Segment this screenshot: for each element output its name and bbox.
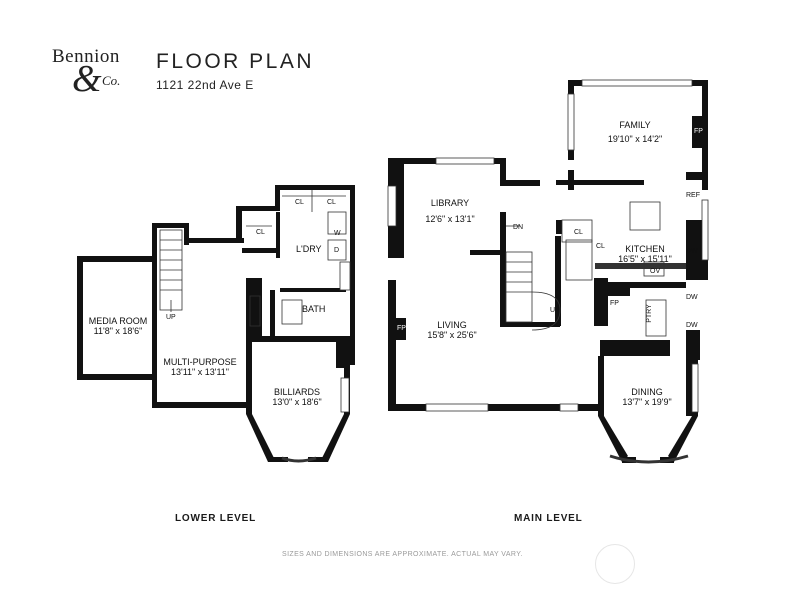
fireplace-mark: FP xyxy=(397,325,406,332)
closet-mark: CL xyxy=(295,199,304,206)
closet-mark: CL xyxy=(256,229,265,236)
brand-co: Co. xyxy=(102,73,121,88)
pantry-mark: PTRY xyxy=(645,304,653,323)
main-level-details xyxy=(387,79,709,464)
room-dining-dims: 13'7" x 19'9" xyxy=(622,397,672,407)
room-bath-name: BATH xyxy=(302,304,326,314)
room-living-name: LIVING xyxy=(437,320,467,330)
lower-level-details xyxy=(159,190,351,463)
room-kitchen-dims: 16'5" x 15'11" xyxy=(618,254,672,264)
fireplace-mark: FP xyxy=(694,128,703,135)
room-library-name: LIBRARY xyxy=(430,198,470,208)
room-billiards-name: BILLIARDS xyxy=(273,387,321,397)
compass-icon xyxy=(595,544,635,584)
room-living-dims: 15'8" x 25'6" xyxy=(427,330,477,340)
disclaimer-note: SIZES AND DIMENSIONS ARE APPROXIMATE. AC… xyxy=(282,551,523,558)
closet-mark: CL xyxy=(596,243,605,250)
refrigerator-mark: REF xyxy=(686,192,700,199)
lower-level-walls xyxy=(77,185,355,462)
room-dining: DINING 13'7" x 19'9" xyxy=(612,387,682,407)
dishwasher-mark: DW xyxy=(686,322,698,329)
lower-level-label: LOWER LEVEL xyxy=(175,513,257,524)
room-library: LIBRARY 12'6" x 13'1" xyxy=(420,198,480,224)
room-media-room: MEDIA ROOM 11'8" x 18'6" xyxy=(86,316,150,336)
brand-logo: Bennion & Co. xyxy=(52,46,144,98)
stairs-down-mark: DN xyxy=(513,224,524,231)
room-library-dims: 12'6" x 13'1" xyxy=(425,214,475,224)
washer-mark: W xyxy=(334,230,341,237)
fireplace-mark: FP xyxy=(610,300,619,307)
page-title: FLOOR PLAN xyxy=(156,50,315,73)
room-billiards-dims: 13'0" x 18'6" xyxy=(272,397,322,407)
room-media-room-dims: 11'8" x 18'6" xyxy=(93,326,143,336)
room-multi-purpose-dims: 13'11" x 13'11" xyxy=(170,367,230,377)
stairs-up-mark: UP xyxy=(166,314,176,321)
property-address: 1121 22nd Ave E xyxy=(156,78,254,92)
closet-mark: CL xyxy=(327,199,336,206)
room-family: FAMILY 19'10" x 14'2" xyxy=(600,120,670,144)
room-dining-name: DINING xyxy=(631,387,663,397)
room-kitchen: KITCHEN 16'5" x 15'11" xyxy=(610,244,680,264)
main-level-label: MAIN LEVEL xyxy=(514,513,583,524)
room-kitchen-name: KITCHEN xyxy=(625,244,665,254)
room-multi-purpose-name: MULTI-PURPOSE xyxy=(163,357,237,367)
closet-mark: CL xyxy=(574,229,583,236)
room-family-name: FAMILY xyxy=(619,120,651,130)
dishwasher-mark: DW xyxy=(686,248,698,255)
room-family-dims: 19'10" x 14'2" xyxy=(607,134,663,144)
dishwasher-mark: DW xyxy=(686,294,698,301)
room-living: LIVING 15'8" x 25'6" xyxy=(422,320,482,340)
brand-ampersand: & xyxy=(72,58,102,100)
room-media-room-name: MEDIA ROOM xyxy=(88,316,148,326)
brand-name: Bennion xyxy=(52,46,120,67)
room-billiards: BILLIARDS 13'0" x 18'6" xyxy=(262,387,332,407)
room-laundry-name: L'DRY xyxy=(296,244,322,254)
oven-mark: OV xyxy=(650,268,661,275)
room-multi-purpose: MULTI-PURPOSE 13'11" x 13'11" xyxy=(160,357,240,377)
dryer-mark: D xyxy=(334,247,340,254)
stairs-up-mark: UP xyxy=(550,307,560,314)
